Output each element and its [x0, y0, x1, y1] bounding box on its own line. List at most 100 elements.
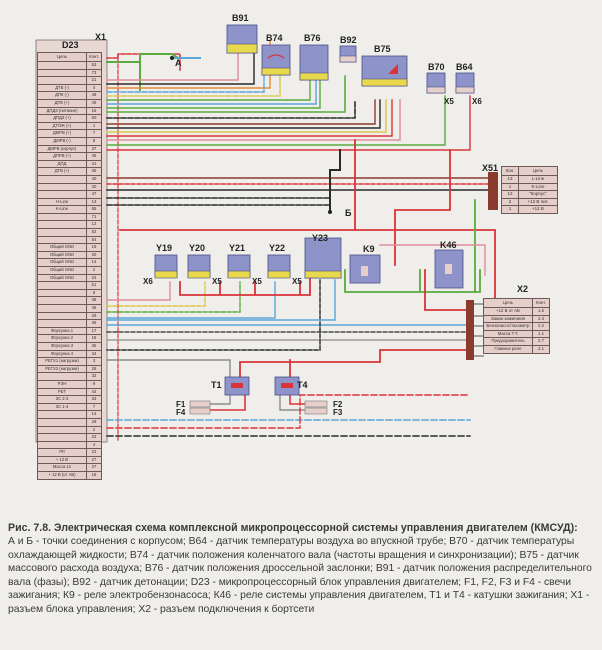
b91-label: B91 [232, 13, 249, 23]
d23-table-row-pin: 46 [86, 304, 102, 313]
d23-table-row-circuit: K-Line [37, 205, 87, 214]
x51-table-row-pin: 1 [501, 205, 519, 214]
d23-table-row-circuit: + 12 В [37, 455, 87, 465]
d23-table-row-circuit: ДМРВ (+) [37, 129, 87, 138]
d23-table-row-circuit [37, 425, 87, 435]
d23-table-row-pin: 28 [86, 417, 102, 427]
b70-label: B70 [428, 62, 445, 72]
d23-table-row-pin: 26 [86, 364, 102, 374]
d23-table-row-circuit [37, 61, 87, 70]
d23-table-row-circuit [37, 433, 87, 442]
y23-label: Y23 [312, 233, 329, 243]
d23-table-row-circuit: Общий GND [37, 243, 87, 252]
sensor-b64 [455, 72, 475, 94]
d23-table-row-pin: 2 [86, 425, 102, 435]
injector-y19 [154, 254, 178, 279]
d23-table-row: 30 [37, 182, 102, 192]
figure-legend: А и Б - точки соединения с корпусом; В64… [8, 536, 592, 615]
x51-table-row-circuit: +12 В [518, 205, 558, 214]
d23-table-row: + 12 В (от АБ)18 [37, 471, 102, 480]
d23-table-row-circuit: ДМРВ (-) [37, 136, 87, 146]
x5-label: X5 [444, 97, 454, 106]
y22-label: Y22 [269, 243, 286, 253]
d23-table-row-circuit [37, 288, 87, 298]
d23-table-row-pin: 19 [86, 243, 102, 252]
d23-table-row-circuit: РЕГХ2 (нагрузки) [37, 364, 87, 374]
d23-table-row-pin: 41 [86, 159, 102, 169]
d23-table-row-circuit [37, 174, 87, 184]
d23-table-row: 54 [37, 235, 102, 245]
b75-label: B75 [374, 44, 391, 54]
d23-table-row-pin: 50 [86, 114, 102, 123]
d23-table-row-circuit [37, 182, 87, 192]
d23-table-row-circuit: РЕТ [37, 387, 87, 397]
b76-label: B76 [304, 33, 321, 43]
x2-header-circuit: Цепь [483, 298, 533, 308]
spark-plugs [189, 400, 328, 415]
d23-table-row-circuit [37, 410, 87, 419]
d23-table-row-pin: 38 [86, 296, 102, 305]
t1-label: T1 [211, 380, 222, 390]
sensor-b76 [299, 44, 329, 81]
d23-table-row-pin: 54 [86, 235, 102, 245]
d23-table-row-pin: 27 [86, 455, 102, 465]
d23-table-row-circuit: ДПРВ (+) [37, 152, 87, 161]
ground-point-a [170, 56, 174, 60]
d23-table-row-circuit: ДПД [37, 159, 87, 169]
d23-table-row: 23 [37, 433, 102, 442]
d23-table-row-circuit [37, 220, 87, 230]
relay-k46 [434, 249, 464, 289]
d23-table-row-pin: 48 [86, 91, 102, 100]
sensor-b92 [339, 45, 357, 63]
d23-table-row-circuit: Общий GND [37, 266, 87, 275]
d23-table-row: 29 [37, 311, 102, 321]
f2-label: F2 [333, 400, 343, 409]
d23-table-row: 71 [37, 212, 102, 222]
d23-table-row-pin: 40 [86, 174, 102, 184]
d23-table-row-pin: 2 [86, 266, 102, 275]
d23-table-row-pin: 45 [86, 152, 102, 161]
k46-label: K46 [440, 240, 457, 250]
d23-table-row: 6 [37, 288, 102, 298]
d23-table-row-pin: 12 [86, 220, 102, 230]
d23-table-row: ДПК (+)49 [37, 98, 102, 108]
x2-table-row-circuit: Главное реле [483, 344, 533, 354]
d23-table-row-circuit: ДПДЗ (+) [37, 114, 87, 123]
d23-table-row-pin: 9 [86, 379, 102, 389]
d23-table-row-pin: 35 [86, 341, 102, 351]
d23-table-row-circuit: Общий GND [37, 273, 87, 283]
y21-label: Y21 [229, 243, 246, 253]
x2-table-row: Масса Т.Т.1.1 [483, 329, 550, 339]
d23-table-row-pin: 6 [86, 288, 102, 298]
d23-table-row-circuit [37, 68, 87, 78]
d23-table-row: ДМРВ (-)8 [37, 136, 102, 146]
d23-table-row: 12 [37, 220, 102, 230]
x51-header-circuit: Цепь [518, 166, 558, 176]
d23-table-row-pin: 34 [86, 349, 102, 359]
d23-table-row-pin: 52 [86, 228, 102, 237]
d23-table-row-pin: 55 [86, 205, 102, 214]
d23-table-row-circuit: Форсунка 2 [37, 334, 87, 343]
d23-table-row-circuit: ДТВ (+) [37, 167, 87, 176]
d23-table-row-pin: 4 [86, 83, 102, 93]
x2-label: X2 [517, 284, 529, 294]
d23-table-row-circuit [37, 190, 87, 199]
x51-table-row-circuit: "Корпус" [518, 190, 558, 199]
d23-table-row-circuit: ЗС 2-3 [37, 395, 87, 404]
d23-header-circuit: Цепь [37, 52, 87, 62]
x2-table-row-circuit: Бензонасос/тахометр [483, 322, 533, 331]
d23-table-row-circuit: ДПК (+) [37, 98, 87, 108]
d23-table-row-circuit: ДМРВ (корпус) [37, 144, 87, 154]
d23-table-row-pin: 16 [86, 334, 102, 343]
